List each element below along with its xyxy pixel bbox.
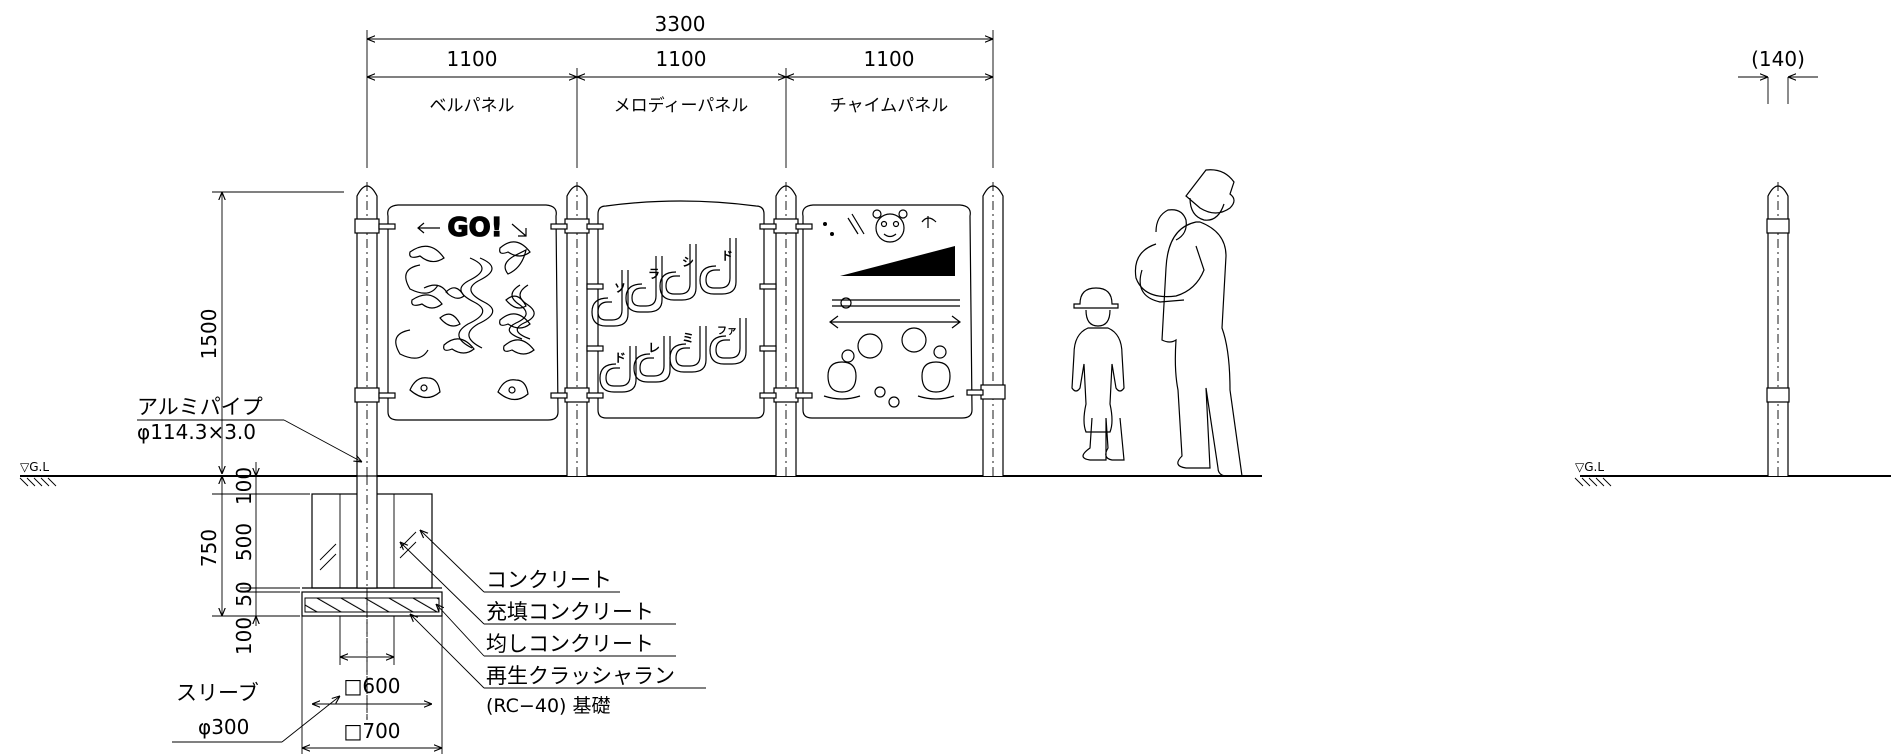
adult-carrying-child-figure xyxy=(1134,169,1243,477)
dim-foundation-bottom: 100 xyxy=(232,617,256,655)
concrete-label: コンクリート xyxy=(486,568,612,592)
melody-panel: ソ ラ シ ド ド レ ミ ファ xyxy=(591,200,765,419)
panel-name-melody: メロディーパネル xyxy=(614,95,749,116)
note-do: ド xyxy=(614,351,626,365)
svg-text:▽G.L: ▽G.L xyxy=(20,460,49,474)
svg-text:▽G.L: ▽G.L xyxy=(1575,460,1604,474)
height-dimension: 1500 xyxy=(197,191,344,474)
ground-mark-right: ▽G.L xyxy=(1574,460,1612,487)
post-1 xyxy=(354,182,396,720)
crusher-spec-label: (RC−40) 基礎 xyxy=(486,695,610,717)
dim-foundation-layer: 50 xyxy=(232,581,256,606)
note-re: レ xyxy=(648,341,660,355)
melody-notes-bottom: ド レ ミ ファ xyxy=(599,318,747,393)
post-2 xyxy=(550,182,604,476)
child-figure xyxy=(1071,287,1125,461)
note-so: ソ xyxy=(614,281,626,295)
pipe-spec-label: φ114.3×3.0 xyxy=(137,420,256,444)
bell-heading: GO! xyxy=(447,213,502,243)
ground-mark-left: ▽G.L xyxy=(19,460,57,487)
dim-panel-width-3: 1100 xyxy=(864,47,915,71)
panel-name-chime: チャイムパネル xyxy=(830,96,949,116)
melody-notes-top: ソ ラ シ ド xyxy=(591,238,737,327)
top-dimensions: 3300 1100 1100 1100 ベルパネル メロディーパネル チャイムパ… xyxy=(366,12,994,168)
post-4 xyxy=(966,182,1006,476)
dim-square-600: □600 xyxy=(343,674,400,698)
chime-panel xyxy=(802,204,973,419)
material-callouts: コンクリート 充填コンクリート 均しコンクリート 再生クラッシャラン (RC−4… xyxy=(400,530,706,717)
dim-panel-width-2: 1100 xyxy=(656,47,707,71)
note-fa: ファ xyxy=(717,325,737,337)
dim-side-width: (140) xyxy=(1751,47,1805,71)
side-elevation: (140) xyxy=(1738,47,1818,476)
foundation-section: 750 100 500 50 100 □600 □700 xyxy=(197,462,443,754)
bell-shapes xyxy=(395,241,535,401)
sleeve-callout: スリーブ φ300 xyxy=(172,681,340,743)
chime-art xyxy=(823,209,961,408)
leveling-concrete-label: 均しコンクリート xyxy=(486,632,654,656)
note-mi: ミ xyxy=(682,331,694,345)
crusher-run-label: 再生クラッシャラン xyxy=(486,664,675,688)
dim-total-width: 3300 xyxy=(655,12,706,36)
people-figures xyxy=(1071,169,1243,477)
note-ra: ラ xyxy=(648,267,660,281)
pipe-name-label: アルミパイプ xyxy=(137,395,263,419)
note-do-high: ド xyxy=(721,249,733,263)
posts xyxy=(354,182,1006,720)
pipe-callout: アルミパイプ φ114.3×3.0 xyxy=(137,395,362,462)
bell-panel: GO! xyxy=(387,204,559,421)
dim-foundation-total: 750 xyxy=(197,529,221,567)
note-shi: シ xyxy=(682,255,694,269)
post-3 xyxy=(759,182,813,476)
ground-line: ▽G.L ▽G.L xyxy=(19,460,1891,487)
dim-square-700: □700 xyxy=(343,719,400,743)
sleeve-name-label: スリーブ xyxy=(176,681,259,705)
sleeve-spec-label: φ300 xyxy=(198,715,249,739)
panel-name-bell: ベルパネル xyxy=(430,96,515,116)
fill-concrete-label: 充填コンクリート xyxy=(486,600,654,624)
dim-foundation-top: 100 xyxy=(232,467,256,505)
dim-foundation-mid: 500 xyxy=(232,523,256,561)
dim-panel-width-1: 1100 xyxy=(447,47,498,71)
dim-panel-height: 1500 xyxy=(197,309,221,360)
